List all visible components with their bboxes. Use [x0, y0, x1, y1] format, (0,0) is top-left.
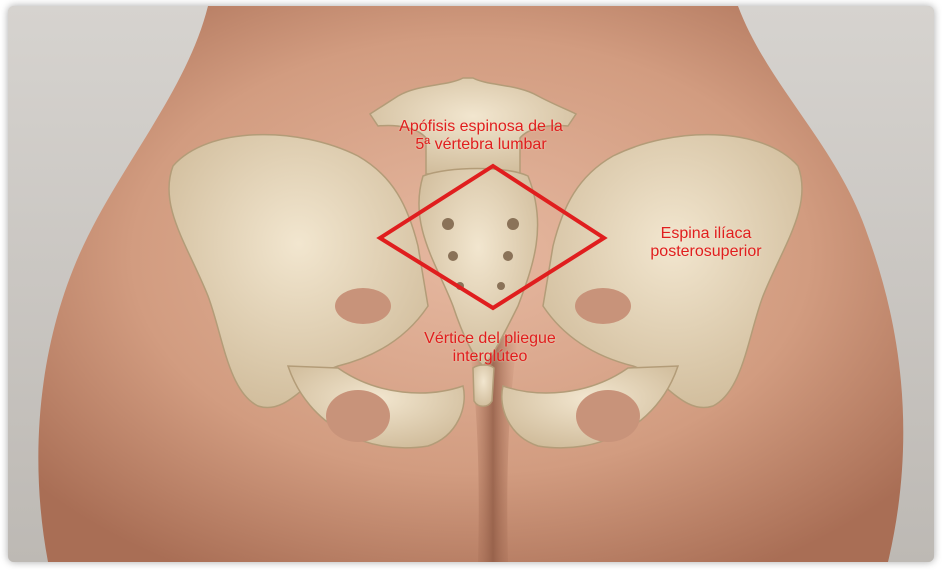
label-apofisis-espinosa: Apófisis espinosa de la 5ª vértebra lumb…: [366, 118, 596, 154]
label-vertice-pliegue: Vértice del pliegue interglúteo: [390, 330, 590, 366]
label-vertice-line2: interglúteo: [390, 348, 590, 366]
illustration-frame: Apófisis espinosa de la 5ª vértebra lumb…: [8, 6, 934, 562]
label-espina-line2: posterosuperior: [608, 243, 804, 261]
label-espina-line1: Espina ilíaca: [608, 225, 804, 243]
label-espina-iliaca: Espina ilíaca posterosuperior: [608, 225, 804, 261]
label-apofisis-line2: 5ª vértebra lumbar: [366, 136, 596, 154]
label-vertice-line1: Vértice del pliegue: [390, 330, 590, 348]
pelvis-illustration: [8, 6, 934, 562]
label-apofisis-line1: Apófisis espinosa de la: [366, 118, 596, 136]
